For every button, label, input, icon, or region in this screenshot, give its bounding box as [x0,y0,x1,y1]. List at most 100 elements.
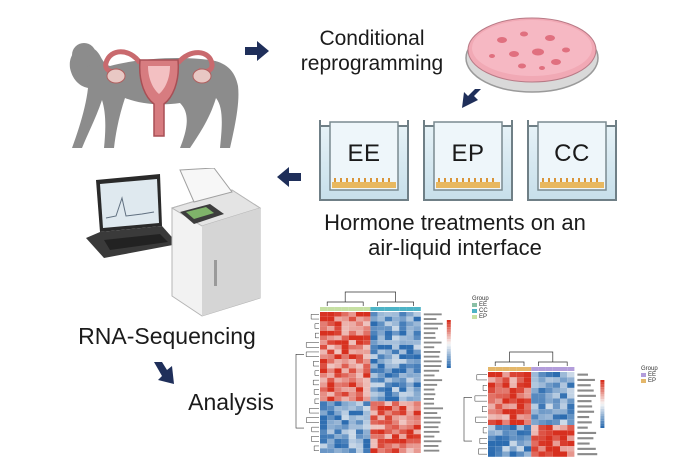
heatmap-cell [406,438,414,444]
heatmap-cell [392,410,400,416]
heatmap-cell [327,344,335,350]
heatmap-cell [348,335,356,341]
group-bar-cell [356,307,364,311]
heatmap-cell [363,391,371,397]
heatmap-cell [560,387,568,394]
gene-label-mark [423,430,440,433]
heatmap-cell [406,424,414,430]
heatmap-cell [334,377,342,383]
heatmap-cell [545,435,553,441]
heatmap-cell [320,401,328,406]
heatmap-cell [348,349,356,355]
heatmap-cell [399,448,407,453]
heatmap-cell [399,363,407,369]
heatmap-cell [334,448,342,453]
heatmap-cell [320,391,328,397]
heatmap-cell [560,372,568,378]
color-key-step [600,413,605,416]
heatmap-cell [377,401,385,406]
gene-label-mark [423,346,435,349]
heatmap-cell [567,430,575,436]
heatmap-cell [356,359,364,364]
heatmap-cell [392,316,400,322]
heatmap-cell [509,398,517,404]
heatmap-cell [399,349,407,355]
heatmap-cell [334,420,342,425]
heatmap-cell [524,409,532,415]
heatmap-cell [377,354,385,359]
color-key-step [446,348,451,352]
heatmap-cell [348,448,356,453]
heatmap-cell [538,387,546,394]
heatmap-cell [531,393,539,399]
heatmap-cell [384,443,392,449]
heatmap-cell [320,377,328,383]
heatmap-cell [356,321,364,327]
heatmap-cell [384,330,392,336]
heatmap-cell [516,446,524,452]
heatmap-cell [356,443,364,449]
heatmap-cell [531,387,539,394]
gene-label-mark [423,313,442,316]
heatmap-cell [567,425,575,431]
heatmap-cell [348,387,356,392]
heatmap-cell [392,429,400,435]
heatmap-cell [524,377,532,383]
heatmap-cell [509,393,517,399]
heatmap-cell [488,419,496,425]
heatmap-cell [348,434,356,439]
color-key-step [446,320,451,323]
heatmap-cell [327,349,335,355]
heatmap-cell [341,415,349,421]
heatmap-cell [502,409,510,415]
heatmap-cell [502,414,510,420]
heatmap-cell [413,340,421,345]
heatmap-cell [356,326,364,331]
heatmap-cell [406,363,414,369]
color-key [600,380,605,428]
heatmap-cell [406,340,414,345]
group-bar-cell [502,367,510,371]
group-bar-cell [363,307,371,311]
heatmap-cell [495,435,503,441]
heatmap-cell [370,429,378,435]
heatmap-cell [413,321,421,327]
heatmap-cell [348,391,356,397]
heatmap-cell [356,429,364,435]
heatmap-cell [524,398,532,404]
heatmap-cell [495,419,503,425]
heatmap-cell [377,377,385,383]
heatmap-cell [392,448,400,453]
group-bar-cell [406,307,414,311]
heatmap-cell [363,368,371,374]
heatmap-cell [377,312,385,317]
heatmap-small-legend-title: Group [641,366,658,372]
heatmap-cell [370,363,378,369]
heatmap-cell [552,387,560,394]
color-key-step [446,327,451,330]
well-label-cc: CC [554,140,590,167]
heatmap-cell [341,326,349,331]
heatmap-cell [341,335,349,341]
heatmap-cell [516,372,524,378]
sequencer-laptop-illustration [86,168,262,317]
heatmap-cell [488,382,496,388]
heatmap-cell [488,409,496,415]
group-bar-cell [327,307,335,311]
heatmap-cell [509,377,517,383]
heatmap-cell [384,401,392,406]
heatmap-cell [531,446,539,452]
color-key-step [600,387,605,390]
heatmap-cell [502,435,510,441]
heatmap-cell [348,410,356,416]
heatmap-cell [363,406,371,411]
color-key-step [600,411,605,414]
heatmap-cell [516,409,524,415]
heatmap-cell [327,377,335,383]
heatmap-cell [334,344,342,350]
heatmap-cell [567,387,575,394]
heatmap-cell [488,377,496,383]
heatmap-cells [320,312,421,453]
heatmap-cell [327,363,335,369]
heatmap-cell [413,349,421,355]
